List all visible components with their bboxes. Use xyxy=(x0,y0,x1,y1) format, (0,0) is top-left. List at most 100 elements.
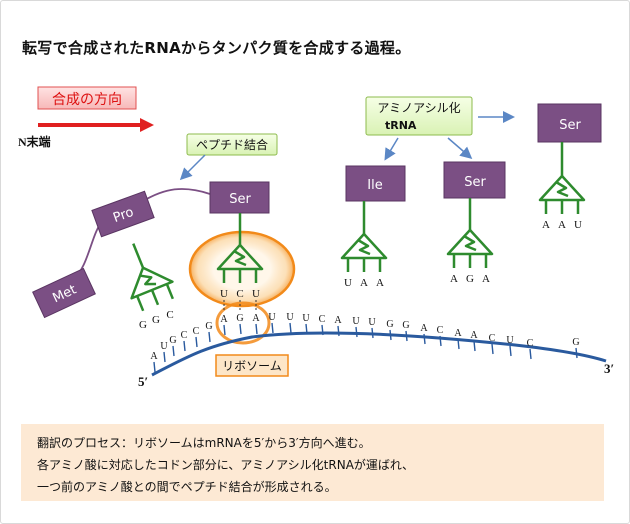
mrna-base: A xyxy=(454,328,462,339)
direction-label: 合成の方向 xyxy=(52,92,122,108)
mrna-base: G xyxy=(572,337,579,348)
mrna-tick xyxy=(575,347,578,359)
figure-title: 転写で合成されたRNAからタンパク質を合成する過程。 xyxy=(22,39,411,57)
anticodon-ser1-1: U xyxy=(220,288,228,300)
trna-ser-incoming xyxy=(446,198,494,268)
aa-trna-label-1: アミノアシル化 xyxy=(377,101,460,115)
mrna-tick xyxy=(439,335,442,347)
ribosome-label-box xyxy=(215,354,289,377)
anticodon-ile-2: A xyxy=(360,277,368,289)
anticodon-ser3-3: U xyxy=(574,219,582,231)
svg-text:Ser: Ser xyxy=(229,192,251,207)
peptide-bond-pointer xyxy=(179,154,206,181)
anticodon-ile-3: A xyxy=(376,277,384,289)
caption-line-3: 一つ前のアミノ酸との間でペプチド結合が形成される。 xyxy=(37,480,337,494)
mrna-tick xyxy=(529,348,532,360)
mrna-base: C xyxy=(489,333,496,344)
mrna-tick xyxy=(321,324,324,336)
mrna-ticks xyxy=(153,322,578,373)
ribosome-label: リボソーム xyxy=(222,359,282,373)
caption-line-1: 翻訳のプロセス：リボソームはmRNAを5′から3′方向へ進む。 xyxy=(37,436,371,450)
mrna-base: U xyxy=(368,317,376,328)
amino-acid-pro: Pro xyxy=(91,190,155,238)
anticodon-pro-1: G xyxy=(139,319,147,331)
svg-text:Ile: Ile xyxy=(367,178,382,193)
anticodon-ser1-2: C xyxy=(236,288,243,300)
mrna-base: U xyxy=(506,335,514,346)
anticodon-pro-2: G xyxy=(152,314,160,326)
peptide-bond-box xyxy=(186,133,278,156)
anticodon-ser2-1: A xyxy=(450,273,458,285)
ribosome-codon-site xyxy=(215,301,271,345)
mrna-tick xyxy=(289,322,292,334)
anticodon-ser3-1: A xyxy=(542,219,550,231)
mrna-base: U xyxy=(160,341,168,352)
mrna-base: C xyxy=(181,330,188,341)
amino-acid-ile: Ile xyxy=(345,165,406,202)
mrna-base: A xyxy=(470,330,478,341)
mrna-tick xyxy=(337,325,340,337)
mrna-tick xyxy=(172,345,175,357)
mrna-tick xyxy=(423,333,426,345)
mrna-base: U xyxy=(352,316,360,327)
mrna-tick xyxy=(491,343,494,355)
anticodon-ile-1: U xyxy=(344,277,352,289)
svg-text:Pro: Pro xyxy=(111,205,136,226)
amino-acid-ser-free: Ser xyxy=(537,103,602,143)
mrna-tick xyxy=(239,323,242,335)
mrna-base: G xyxy=(402,320,409,331)
mrna-base: A xyxy=(334,315,342,326)
mrna-base: G xyxy=(386,319,393,330)
mrna-tick xyxy=(371,327,374,339)
mrna-base: A xyxy=(420,323,428,334)
amino-acid-ser-incoming: Ser xyxy=(443,161,506,199)
direction-label-box xyxy=(37,86,137,110)
anticodon-ser1-3: U xyxy=(252,288,260,300)
mrna-tick xyxy=(389,329,392,341)
mrna-tick xyxy=(509,345,512,357)
mrna-tick xyxy=(355,326,358,338)
mrna-base: U xyxy=(302,313,310,324)
mrna-tick xyxy=(223,324,226,336)
aa-trna-label-2: tRNA xyxy=(385,119,417,132)
mrna-base: U xyxy=(286,312,294,323)
svg-text:Ser: Ser xyxy=(559,118,581,133)
anticodon-ser2-2: G xyxy=(466,273,474,285)
mrna-base: C xyxy=(437,325,444,336)
mrna-tick xyxy=(183,340,186,352)
amino-acid-ser-ribosome: Ser xyxy=(209,181,270,214)
mrna-base: A xyxy=(220,314,228,325)
direction-arrow xyxy=(38,118,154,132)
anticodon-pro-3: C xyxy=(166,309,173,321)
caption-box: 翻訳のプロセス：リボソームはmRNAを5′から3′方向へ進む。 各アミノ酸に対応… xyxy=(21,424,604,501)
mrna-tick xyxy=(457,338,460,350)
mrna-base: G xyxy=(236,313,243,324)
mrna-tick xyxy=(305,323,308,335)
mrna-base: C xyxy=(193,326,200,337)
mrna-base: G xyxy=(205,321,212,332)
five-prime-label: 5′ xyxy=(138,374,148,389)
mrna-tick xyxy=(255,323,258,335)
anticodon-ser3-2: A xyxy=(558,219,566,231)
n-terminal-label: N末端 xyxy=(18,134,51,149)
mrna-tick xyxy=(195,336,198,348)
mrna-tick xyxy=(208,331,211,343)
anticodon-ser2-3: A xyxy=(482,273,490,285)
mrna-tick xyxy=(405,330,408,342)
pointer-to-ser2 xyxy=(447,137,473,159)
mrna-base: A xyxy=(150,351,158,362)
mrna-tick xyxy=(163,351,166,363)
three-prime-label: 3′ xyxy=(604,361,614,376)
mrna-tick xyxy=(153,361,156,373)
mrna-base: C xyxy=(527,338,534,349)
mrna-base: G xyxy=(169,335,176,346)
trna-ile xyxy=(340,201,388,272)
pointer-to-ile xyxy=(384,137,399,161)
base-pair-lines xyxy=(223,300,257,312)
mrna-base: U xyxy=(268,312,276,323)
trna-pro xyxy=(130,243,174,312)
trna-ser-free xyxy=(538,142,586,214)
svg-text:Ser: Ser xyxy=(464,175,486,190)
peptide-bond-label: ペプチド結合 xyxy=(196,137,268,152)
